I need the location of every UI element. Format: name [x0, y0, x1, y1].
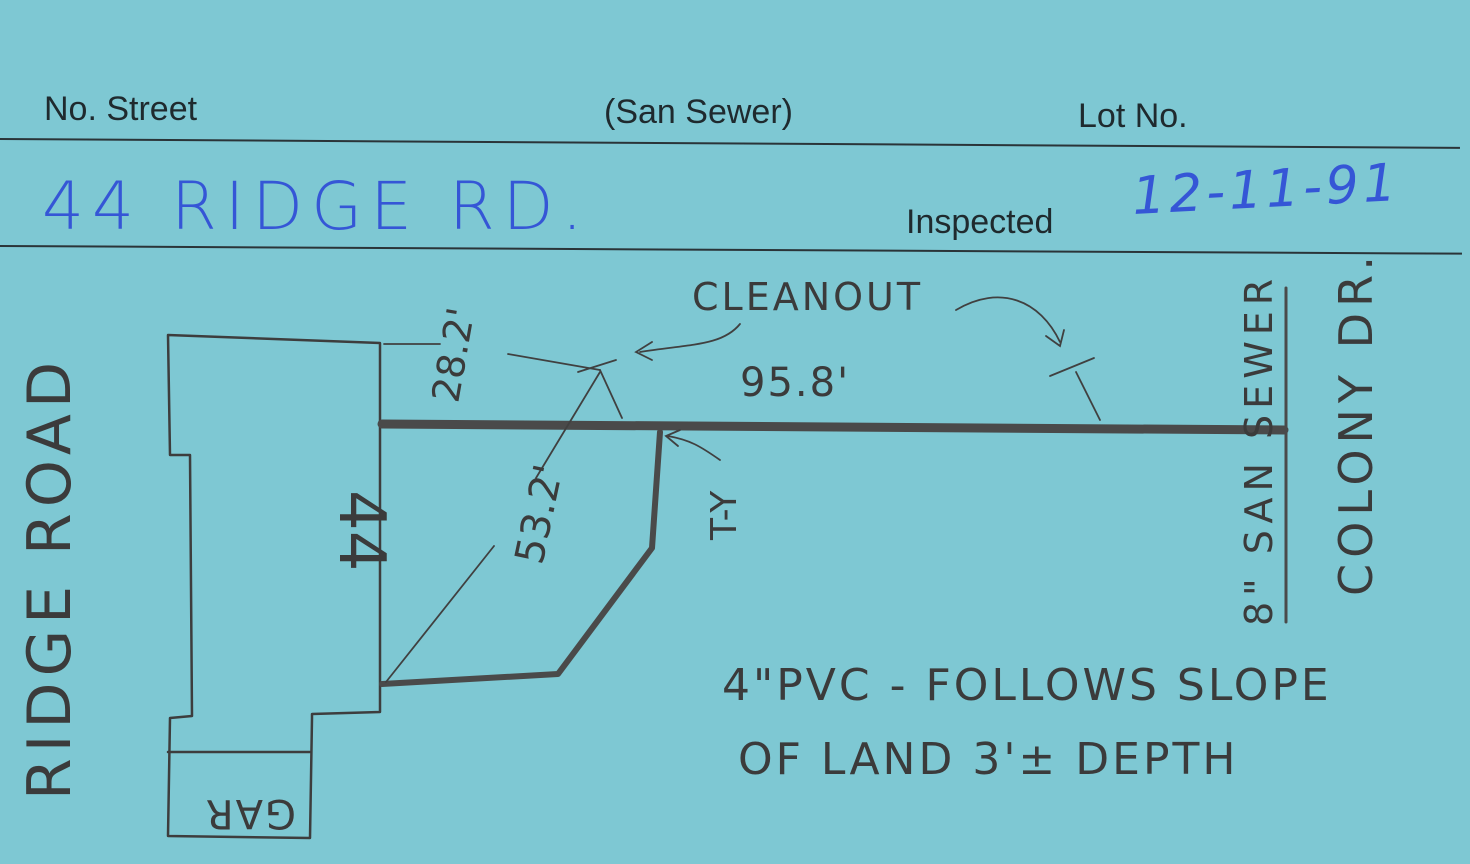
note-line-1: 4"PVC - FOLLOWS SLOPE [722, 660, 1332, 711]
dim-leader-4 [385, 545, 495, 683]
cleanout-arrowhead-right [1045, 329, 1065, 348]
cleanout-1-cap [577, 359, 617, 373]
address-entry: 44 RIDGE RD. [42, 168, 591, 245]
note-line-2: OF LAND 3'± DEPTH [738, 734, 1238, 785]
cleanout-arrowhead-left [634, 341, 653, 361]
main-lateral-line [377, 419, 1289, 435]
cleanout-label: CLEANOUT [692, 275, 923, 319]
branch-lateral-line [379, 429, 663, 687]
garage-label: GAR [204, 790, 296, 836]
cleanout-2-cap [1049, 357, 1095, 377]
tee-arrow [667, 435, 721, 461]
tee-label: T-Y [704, 490, 745, 541]
dim-leader-2 [507, 353, 601, 371]
dim-leader-3 [535, 371, 601, 479]
tee-arrowhead [664, 429, 681, 447]
service-label: (San Sewer) [604, 93, 793, 131]
lot-label: Lot No. [1078, 97, 1188, 135]
house-number: 44 [324, 490, 398, 571]
street-right-label: COLONY DR. [1329, 250, 1383, 596]
cleanout-arrow-right [955, 296, 1061, 343]
cleanout-arrow-left [639, 323, 741, 353]
street-label: No. Street [44, 90, 198, 128]
sewer-size-label: 8" SAN SEWER [1237, 273, 1281, 626]
dimension-95-8: 95.8' [740, 360, 850, 406]
dimension-28-2: 28.2' [424, 304, 484, 405]
house-outline [166, 333, 382, 840]
dimension-53-2: 53.2' [507, 461, 573, 568]
street-left-label: RIDGE ROAD [15, 356, 85, 800]
cleanout-2-riser [1075, 371, 1101, 421]
cleanout-1-riser [599, 369, 623, 419]
inspected-label: Inspected [906, 203, 1054, 241]
